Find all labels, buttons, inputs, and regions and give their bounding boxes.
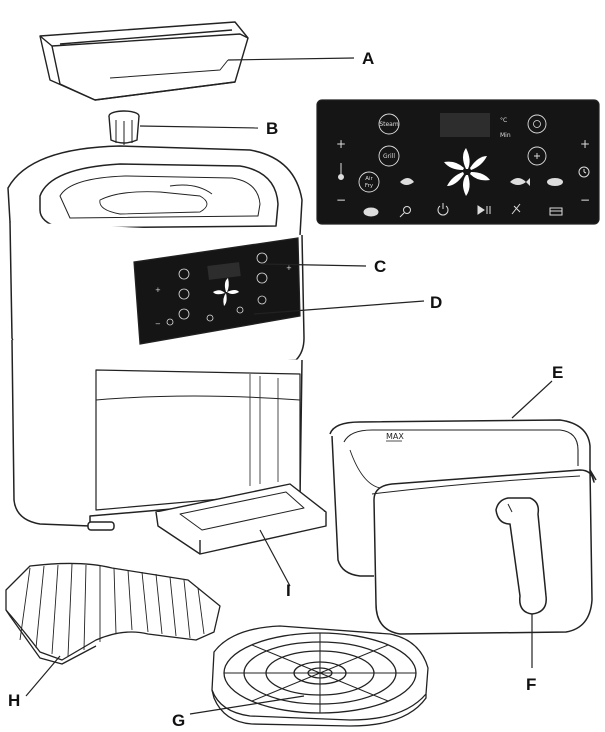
shrimp-icon[interactable] [400, 178, 414, 185]
panel-time-plus[interactable]: + [580, 137, 590, 151]
part-f-handle [495, 497, 547, 615]
panel-temp-minus[interactable]: − [336, 193, 346, 207]
panel-bottom-icons [363, 203, 563, 218]
panel-display [440, 113, 490, 137]
callout-c: C [374, 257, 386, 276]
callout-f: F [526, 675, 536, 694]
part-g-grill-plate [211, 625, 429, 727]
panel-airfry-label-1: Air [365, 176, 373, 182]
part-a-water-tank [39, 21, 249, 101]
panel-time-minus[interactable]: − [580, 193, 590, 207]
panel-grill-label: Grill [383, 153, 395, 160]
thermometer-icon [338, 163, 344, 180]
panel-fan-icon [444, 148, 490, 196]
callout-leader-lines [25, 57, 553, 715]
callout-a: A [362, 49, 374, 68]
fish-icon[interactable] [510, 178, 530, 186]
panel-steam-label: Steam [379, 121, 399, 128]
callout-h: H [8, 691, 20, 710]
part-h-rack [5, 562, 221, 665]
callout-g: G [172, 711, 185, 730]
callout-b: B [266, 119, 278, 138]
part-i-drip-tray [155, 483, 327, 555]
panel-preset-icon-1[interactable] [527, 114, 547, 134]
panel-airfry-button[interactable]: Air Fry [358, 171, 380, 193]
play-pause-icon[interactable] [477, 205, 491, 215]
panel-grill-button[interactable]: Grill [378, 145, 400, 167]
panel-airfry-label-2: Fry [365, 183, 374, 189]
body-control-panel: + − + [133, 237, 301, 345]
callout-d: D [430, 293, 442, 312]
panel-steam-button[interactable]: Steam [378, 113, 400, 135]
callout-e: E [552, 363, 563, 382]
body-panel-fan-icon [213, 278, 239, 306]
panel-unit-celsius: °C [500, 117, 507, 124]
power-icon[interactable] [437, 203, 449, 216]
svg-text:+: + [286, 264, 292, 272]
part-e-basket [329, 419, 597, 635]
panel-temp-plus[interactable]: + [336, 137, 346, 151]
basket-max-label: MAX [386, 432, 404, 441]
cake-icon[interactable] [549, 207, 563, 216]
sausage-icon[interactable] [547, 178, 563, 186]
timer-icon [578, 166, 590, 178]
drumstick-icon[interactable] [399, 206, 411, 218]
rack-bars [19, 563, 205, 657]
callout-i: I [286, 581, 291, 600]
vegetable-icon[interactable] [511, 203, 521, 215]
part-b-connector [108, 110, 140, 145]
panel-unit-minutes: Min [500, 132, 511, 139]
svg-text:−: − [155, 320, 161, 328]
svg-text:+: + [155, 286, 161, 294]
control-panel-detail: °C Min Steam Grill Air Fry + − + − [316, 99, 600, 225]
meat-icon[interactable] [363, 207, 379, 217]
panel-preset-icon-2[interactable] [527, 146, 547, 166]
